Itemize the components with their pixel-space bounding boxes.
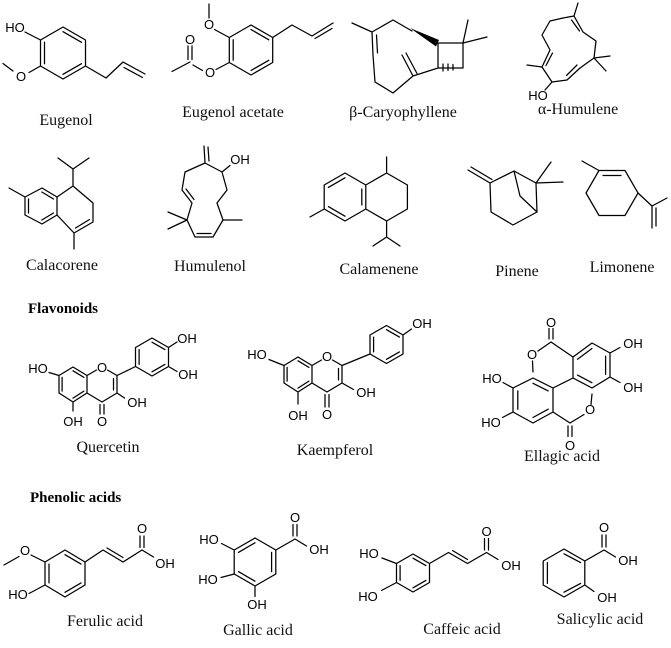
atom-label: O xyxy=(527,347,537,362)
structure-ellagic-acid: O O OH OH HO HO O O Ellagic acid xyxy=(481,315,643,465)
atom-label: HO xyxy=(482,371,502,386)
structure-eugenol: HO O Eugenol xyxy=(2,20,146,129)
atom-label: OH xyxy=(597,590,617,605)
atom-label: O xyxy=(565,438,575,453)
atom-label: OH xyxy=(155,556,175,571)
atom-label: O xyxy=(137,521,147,536)
atom-label: OH xyxy=(178,367,198,382)
compound-name: Gallic acid xyxy=(223,622,293,639)
atom-label: O xyxy=(546,315,556,330)
structure-ferulic-acid: O HO O OH Ferulic acid xyxy=(3,521,175,630)
atom-label: O xyxy=(585,402,595,417)
structure-gallic-acid: O OH HO HO OH Gallic acid xyxy=(198,510,329,639)
quercetin-bonds xyxy=(48,337,178,415)
atom-label: HO xyxy=(5,20,25,35)
compound-name: Pinene xyxy=(495,263,539,280)
structure-eugenol-acetate: O O O Eugenol acetate xyxy=(171,3,334,121)
compound-name: Ferulic acid xyxy=(67,613,143,630)
section-heading-phenolic-acids: Phenolic acids xyxy=(30,490,121,506)
atom-label: O xyxy=(322,349,332,364)
beta-caryophyllene-bonds xyxy=(351,19,488,94)
structure-caffeic-acid: HO HO O OH Caffeic acid xyxy=(358,524,521,638)
salicylic-acid-bonds xyxy=(542,534,617,598)
atom-label: O xyxy=(204,17,214,32)
limonene-bonds xyxy=(581,160,668,229)
caffeic-acid-bonds xyxy=(380,537,499,593)
compound-name: Eugenol acetate xyxy=(182,104,284,121)
atom-label: HO xyxy=(247,347,267,362)
wedge-bond xyxy=(410,28,439,47)
structure-salicylic-acid: O OH OH Salicylic acid xyxy=(542,520,644,628)
pinene-bonds xyxy=(467,161,564,226)
gallic-acid-bonds xyxy=(220,523,308,598)
compound-name: Calacorene xyxy=(26,257,98,274)
structure-kaempferol: HO O O OH OH OH Kaempferol xyxy=(247,316,432,459)
atom-label: O xyxy=(599,520,609,535)
atom-label: HO xyxy=(8,587,28,602)
compound-name: Calamenene xyxy=(339,261,418,278)
ferulic-acid-bonds xyxy=(3,535,155,598)
atom-label: O xyxy=(322,407,332,422)
structure-calamenene: Calamenene xyxy=(309,156,419,278)
atom-label: HO xyxy=(528,88,548,103)
atom-label: HO xyxy=(199,532,219,547)
atom-label: OH xyxy=(288,408,308,423)
atom-label: O xyxy=(97,414,107,429)
calacorene-bonds xyxy=(8,157,94,250)
atom-label: O xyxy=(481,524,491,539)
atom-label: HO xyxy=(198,572,218,587)
eugenol-bonds xyxy=(2,26,146,80)
structure-pinene: Pinene xyxy=(467,161,564,280)
compound-name: Humulenol xyxy=(174,258,247,275)
compound-name: Ellagic acid xyxy=(524,448,600,465)
kaempferol-bonds xyxy=(268,324,413,408)
atom-label: O xyxy=(97,360,107,375)
structure-calacorene: Calacorene xyxy=(8,157,98,274)
calamenene-bonds xyxy=(309,156,409,247)
compound-name: Caffeic acid xyxy=(423,621,500,638)
atom-label: OH xyxy=(623,336,643,351)
compound-name: Quercetin xyxy=(76,439,139,456)
atom-label: OH xyxy=(623,380,643,395)
atom-label: OH xyxy=(127,395,147,410)
compound-name: Limonene xyxy=(590,259,655,276)
atom-label: OH xyxy=(309,542,329,557)
atom-label: OH xyxy=(618,553,638,568)
atom-label: O xyxy=(290,510,300,525)
atom-label: HO xyxy=(358,589,378,604)
atom-label: HO xyxy=(28,361,48,376)
atom-label: OH xyxy=(177,331,197,346)
eugenol-acetate-bonds xyxy=(171,3,334,76)
atom-label: O xyxy=(20,543,30,558)
structure-alpha-humulene: HO α-Humulene xyxy=(526,2,618,118)
ellagic-acid-bonds xyxy=(501,327,621,438)
atom-label: HO xyxy=(481,415,501,430)
atom-label: OH xyxy=(247,597,267,612)
compound-name: Salicylic acid xyxy=(557,611,644,628)
compound-name: α-Humulene xyxy=(538,101,618,118)
atom-label: O xyxy=(16,69,26,84)
atom-label: OH xyxy=(230,152,250,167)
compound-name: Eugenol xyxy=(39,112,93,129)
structure-beta-caryophyllene: β-Caryophyllene xyxy=(349,19,488,121)
humulenol-bonds xyxy=(167,145,243,238)
atom-label: O xyxy=(185,32,195,47)
atom-label: OH xyxy=(63,414,83,429)
structure-quercetin: HO O O OH OH OH OH Quercetin xyxy=(28,331,198,456)
section-heading-flavonoids: Flavonoids xyxy=(28,301,98,317)
atom-label: OH xyxy=(356,385,376,400)
compound-name: β-Caryophyllene xyxy=(349,104,457,121)
structure-humulenol: OH Humulenol xyxy=(167,145,250,275)
atom-label: HO xyxy=(359,546,379,561)
atom-label: O xyxy=(205,65,215,80)
structure-limonene: Limonene xyxy=(581,160,668,276)
atom-label: OH xyxy=(412,316,432,331)
atom-label: OH xyxy=(501,558,521,573)
alpha-humulene-bonds xyxy=(526,2,611,91)
compound-name: Kaempferol xyxy=(297,442,374,459)
